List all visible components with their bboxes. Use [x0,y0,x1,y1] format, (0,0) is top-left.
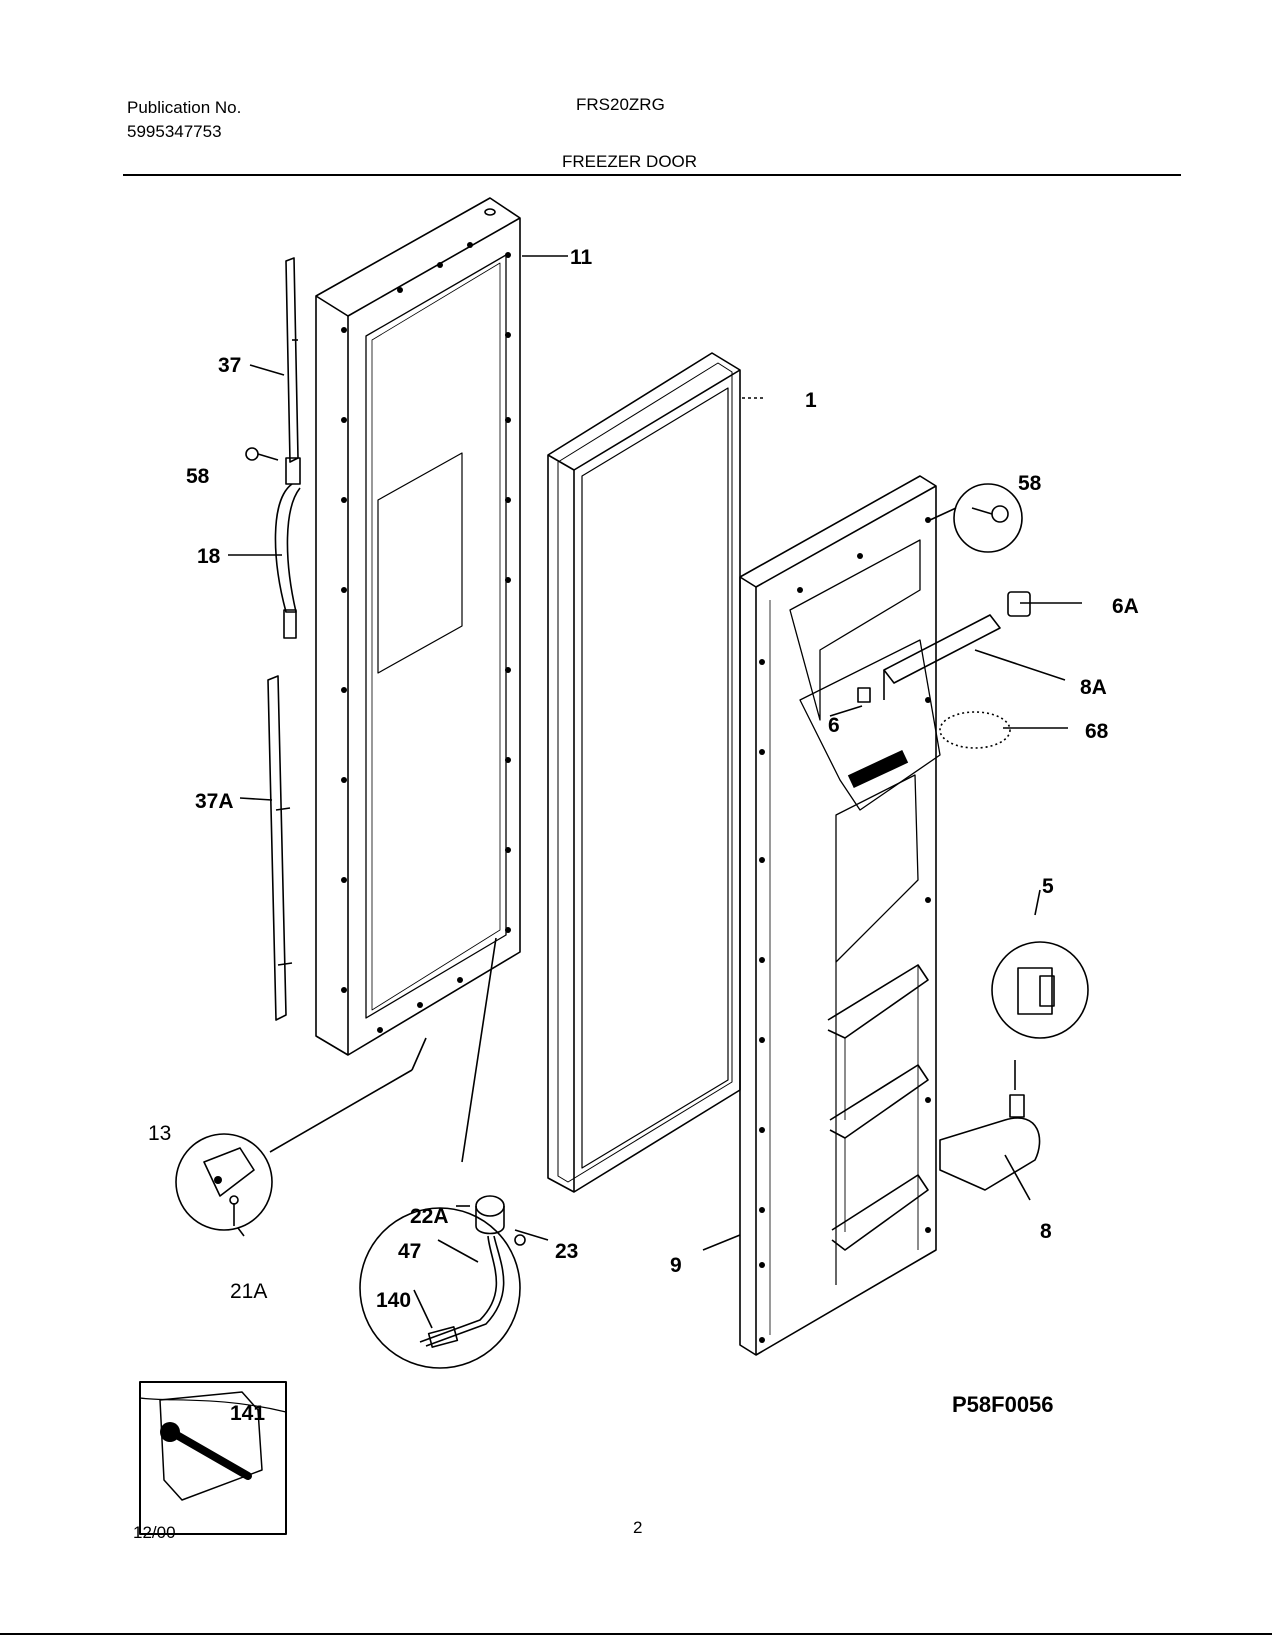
callout-140: 140 [376,1289,411,1312]
door-gasket [547,352,741,1193]
callout-6: 6 [828,714,840,737]
manual-box-141 [139,1381,287,1535]
callout-1: 1 [805,389,817,412]
callout-18: 18 [197,545,221,568]
connector-140 [427,1326,459,1348]
screw-detail-circle [953,483,1023,553]
hinge-bracket [274,457,301,639]
thermostat-22a [475,1195,505,1235]
switch-5 [1017,967,1053,1015]
footer-rule [0,1633,1272,1635]
lower-trim-strip [267,675,293,1021]
bracket-6 [857,687,871,703]
harness-connector [1009,1094,1025,1118]
callout-37A: 37A [195,790,234,813]
callout-9: 9 [670,1254,682,1277]
bracket-detail-circle [175,1133,273,1231]
publication-date: 12/00 [133,1523,176,1542]
callout-13: 13 [148,1122,171,1145]
callout-58-right: 58 [1018,472,1042,495]
callout-8A: 8A [1080,676,1107,699]
publication-number: 5995347753 [127,122,222,141]
bracket-13 [203,1147,255,1197]
callout-68: 68 [1085,720,1109,743]
section-title: FREEZER DOOR [562,152,698,171]
model-number: FRS20ZRG [576,95,665,114]
switch-detail-circle [991,941,1089,1039]
header-rule [123,174,1181,176]
clip-6a [1007,591,1031,617]
callout-11: 11 [570,246,593,269]
callout-23: 23 [555,1240,578,1263]
publication-label: Publication No. [127,98,242,117]
slide-bar-8a [883,614,1001,684]
callout-5: 5 [1042,875,1054,898]
callout-22A: 22A [410,1205,449,1228]
dispenser-door-liner [739,475,941,1356]
screw-left [245,447,279,461]
callout-47: 47 [398,1240,421,1263]
figure-code: P58F0056 [952,1392,1054,1417]
thermostat-detail-circle [359,1207,521,1369]
part-68 [939,711,1011,749]
harness-arm-8 [939,1117,1041,1191]
wire-47 [419,1235,498,1343]
callout-37: 37 [218,354,241,377]
callout-6A: 6A [1112,595,1139,618]
inner-door-panel [315,197,521,1056]
page-number: 2 [633,1518,643,1537]
callout-58-left: 58 [186,465,210,488]
screw-23 [514,1234,526,1246]
screw-right [971,505,1009,523]
callout-8: 8 [1040,1220,1052,1243]
top-trim-strip [285,257,299,463]
callout-141: 141 [230,1402,265,1425]
callout-21A: 21A [230,1280,267,1303]
